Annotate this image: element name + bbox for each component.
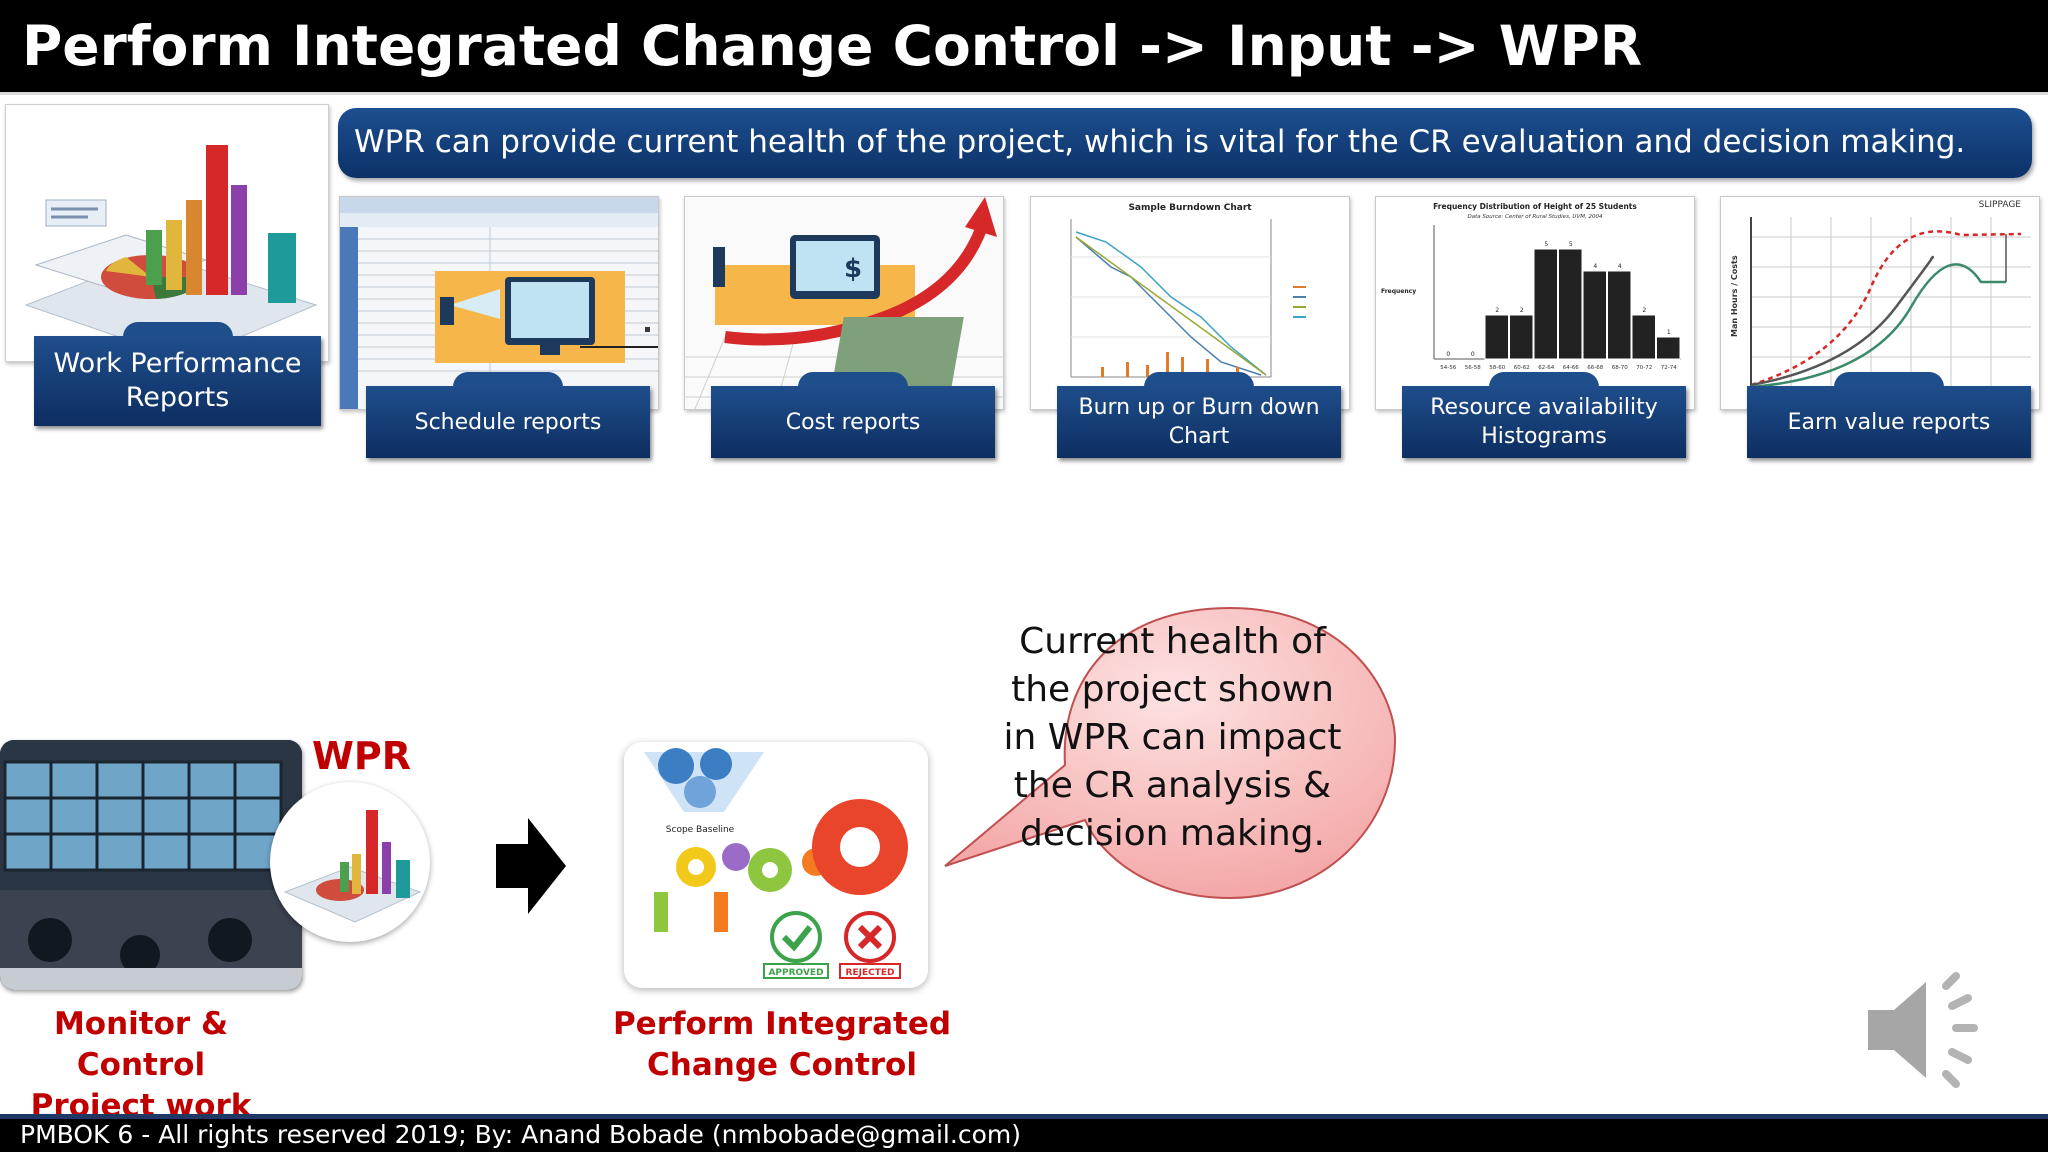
histogram-category-label: 64-66 xyxy=(1563,365,1579,371)
callout-line5: decision making. xyxy=(1020,813,1325,854)
info-banner: WPR can provide current health of the pr… xyxy=(338,108,2032,178)
histogram-bar xyxy=(1631,314,1656,360)
footer-divider xyxy=(0,1114,2048,1119)
histogram-value-label: 5 xyxy=(1544,241,1548,248)
control-room-image xyxy=(0,740,302,990)
picc-caption-line2: Change Control xyxy=(647,1047,917,1083)
wpr-card-label: Work Performance Reports xyxy=(34,322,321,426)
histogram-value-label: 1 xyxy=(1667,329,1671,336)
callout-bubble xyxy=(944,606,1397,900)
report-label-line2: Chart xyxy=(1168,424,1230,449)
label-notch xyxy=(1834,372,1944,387)
histogram-category-label: 62-64 xyxy=(1538,365,1554,371)
dollar-symbol: $ xyxy=(844,254,862,284)
title-divider xyxy=(0,92,2048,95)
report-label-line2: Histograms xyxy=(1481,424,1607,449)
histogram-bar xyxy=(1509,314,1534,360)
label-notch xyxy=(122,322,233,337)
ev-ylabel: Man Hours / Costs xyxy=(1730,255,1739,337)
histogram-value-label: 5 xyxy=(1569,241,1573,248)
report-label-cost: Cost reports xyxy=(711,372,995,458)
callout-line4: the CR analysis & xyxy=(1013,765,1332,806)
histogram-bar xyxy=(1607,270,1632,360)
footer-text: PMBOK 6 - All rights reserved 2019; By: … xyxy=(20,1120,1021,1149)
callout-text: Current health of the project shown in W… xyxy=(1000,618,1345,858)
histogram-category-label: 72-74 xyxy=(1661,365,1677,371)
histogram-bar xyxy=(1484,314,1509,360)
speaker-icon[interactable] xyxy=(1864,970,1994,1090)
histogram-value-label: 0 xyxy=(1446,351,1450,358)
label-notch xyxy=(1489,372,1599,387)
histogram-category-label: 60-62 xyxy=(1514,365,1530,371)
report-label-line1: Cost reports xyxy=(785,409,921,435)
right-arrow-icon xyxy=(496,818,566,914)
histogram-value-label: 4 xyxy=(1593,263,1597,270)
page-title: Perform Integrated Change Control -> Inp… xyxy=(22,14,1643,78)
histogram-category-label: 68-70 xyxy=(1612,365,1628,371)
callout-line2: the project shown xyxy=(1011,669,1334,710)
histogram-category-label: 56-58 xyxy=(1465,365,1481,371)
histogram-value-label: 2 xyxy=(1520,307,1524,314)
histogram-category-label: 66-68 xyxy=(1587,365,1603,371)
label-notch xyxy=(453,372,563,387)
callout-line3: in WPR can impact xyxy=(1003,717,1342,758)
picc-image: Scope Baseline APPROVED REJECTED xyxy=(624,742,928,988)
histogram-title: Frequency Distribution of Height of 25 S… xyxy=(1433,202,1637,211)
histogram-value-label: 0 xyxy=(1471,351,1475,358)
report-label-line1: Resource availability xyxy=(1430,395,1658,420)
burndown-title: Sample Burndown Chart xyxy=(1128,203,1252,213)
cost-report-thumbnail: $ xyxy=(684,196,1004,410)
wpr-card-label-line2: Reports xyxy=(125,382,230,413)
wpr-tag: WPR xyxy=(312,734,412,778)
label-notch xyxy=(798,372,908,387)
picc-caption-line1: Perform Integrated xyxy=(612,1006,952,1042)
callout-line1: Current health of xyxy=(1019,621,1326,662)
histogram-value-label: 4 xyxy=(1618,263,1622,270)
footer-bar: PMBOK 6 - All rights reserved 2019; By: … xyxy=(0,1119,2048,1152)
histogram-bar xyxy=(1582,270,1607,360)
rejected-stamp: REJECTED xyxy=(846,968,895,978)
histogram-value-label: 2 xyxy=(1642,307,1646,314)
info-banner-text: WPR can provide current health of the pr… xyxy=(354,124,1966,160)
wpr-card-image xyxy=(5,104,329,362)
report-label-earned-value: Earn value reports xyxy=(1747,372,2031,458)
histogram-category-label: 54-56 xyxy=(1440,365,1456,371)
picc-caption: Perform Integrated Change Control xyxy=(606,1004,958,1086)
report-label-line1: Burn up or Burn down xyxy=(1078,395,1320,420)
histogram-bar xyxy=(1533,248,1558,360)
histogram-value-label: 2 xyxy=(1495,307,1499,314)
slippage-label: SLIPPAGE xyxy=(1979,200,2022,210)
histogram-bar xyxy=(1558,248,1583,360)
histogram-category-label: 58-60 xyxy=(1489,365,1505,371)
wpr-circle-image xyxy=(270,782,430,942)
report-label-burndown: Burn up or Burn down Chart xyxy=(1057,372,1341,458)
report-label-schedule: Schedule reports xyxy=(366,372,650,458)
label-notch xyxy=(1144,372,1254,387)
report-label-line1: Schedule reports xyxy=(414,409,602,435)
histogram-subtitle: Data Source: Center of Rural Studies, UV… xyxy=(1468,214,1603,220)
histogram-ylabel: Frequency xyxy=(1381,288,1416,295)
approved-stamp: APPROVED xyxy=(768,968,823,978)
histogram-bar xyxy=(1656,336,1681,360)
wpr-card-label-line1: Work Performance xyxy=(53,348,302,379)
title-bar: Perform Integrated Change Control -> Inp… xyxy=(0,0,2048,92)
report-label-line1: Earn value reports xyxy=(1787,409,1991,435)
report-label-resource: Resource availability Histograms xyxy=(1402,372,1686,458)
histogram-category-label: 70-72 xyxy=(1636,365,1652,371)
monitor-control-caption: Monitor & Control Project work xyxy=(0,1004,282,1127)
monitor-control-line1: Monitor & Control xyxy=(53,1006,229,1083)
scope-baseline-label: Scope Baseline xyxy=(666,825,735,835)
